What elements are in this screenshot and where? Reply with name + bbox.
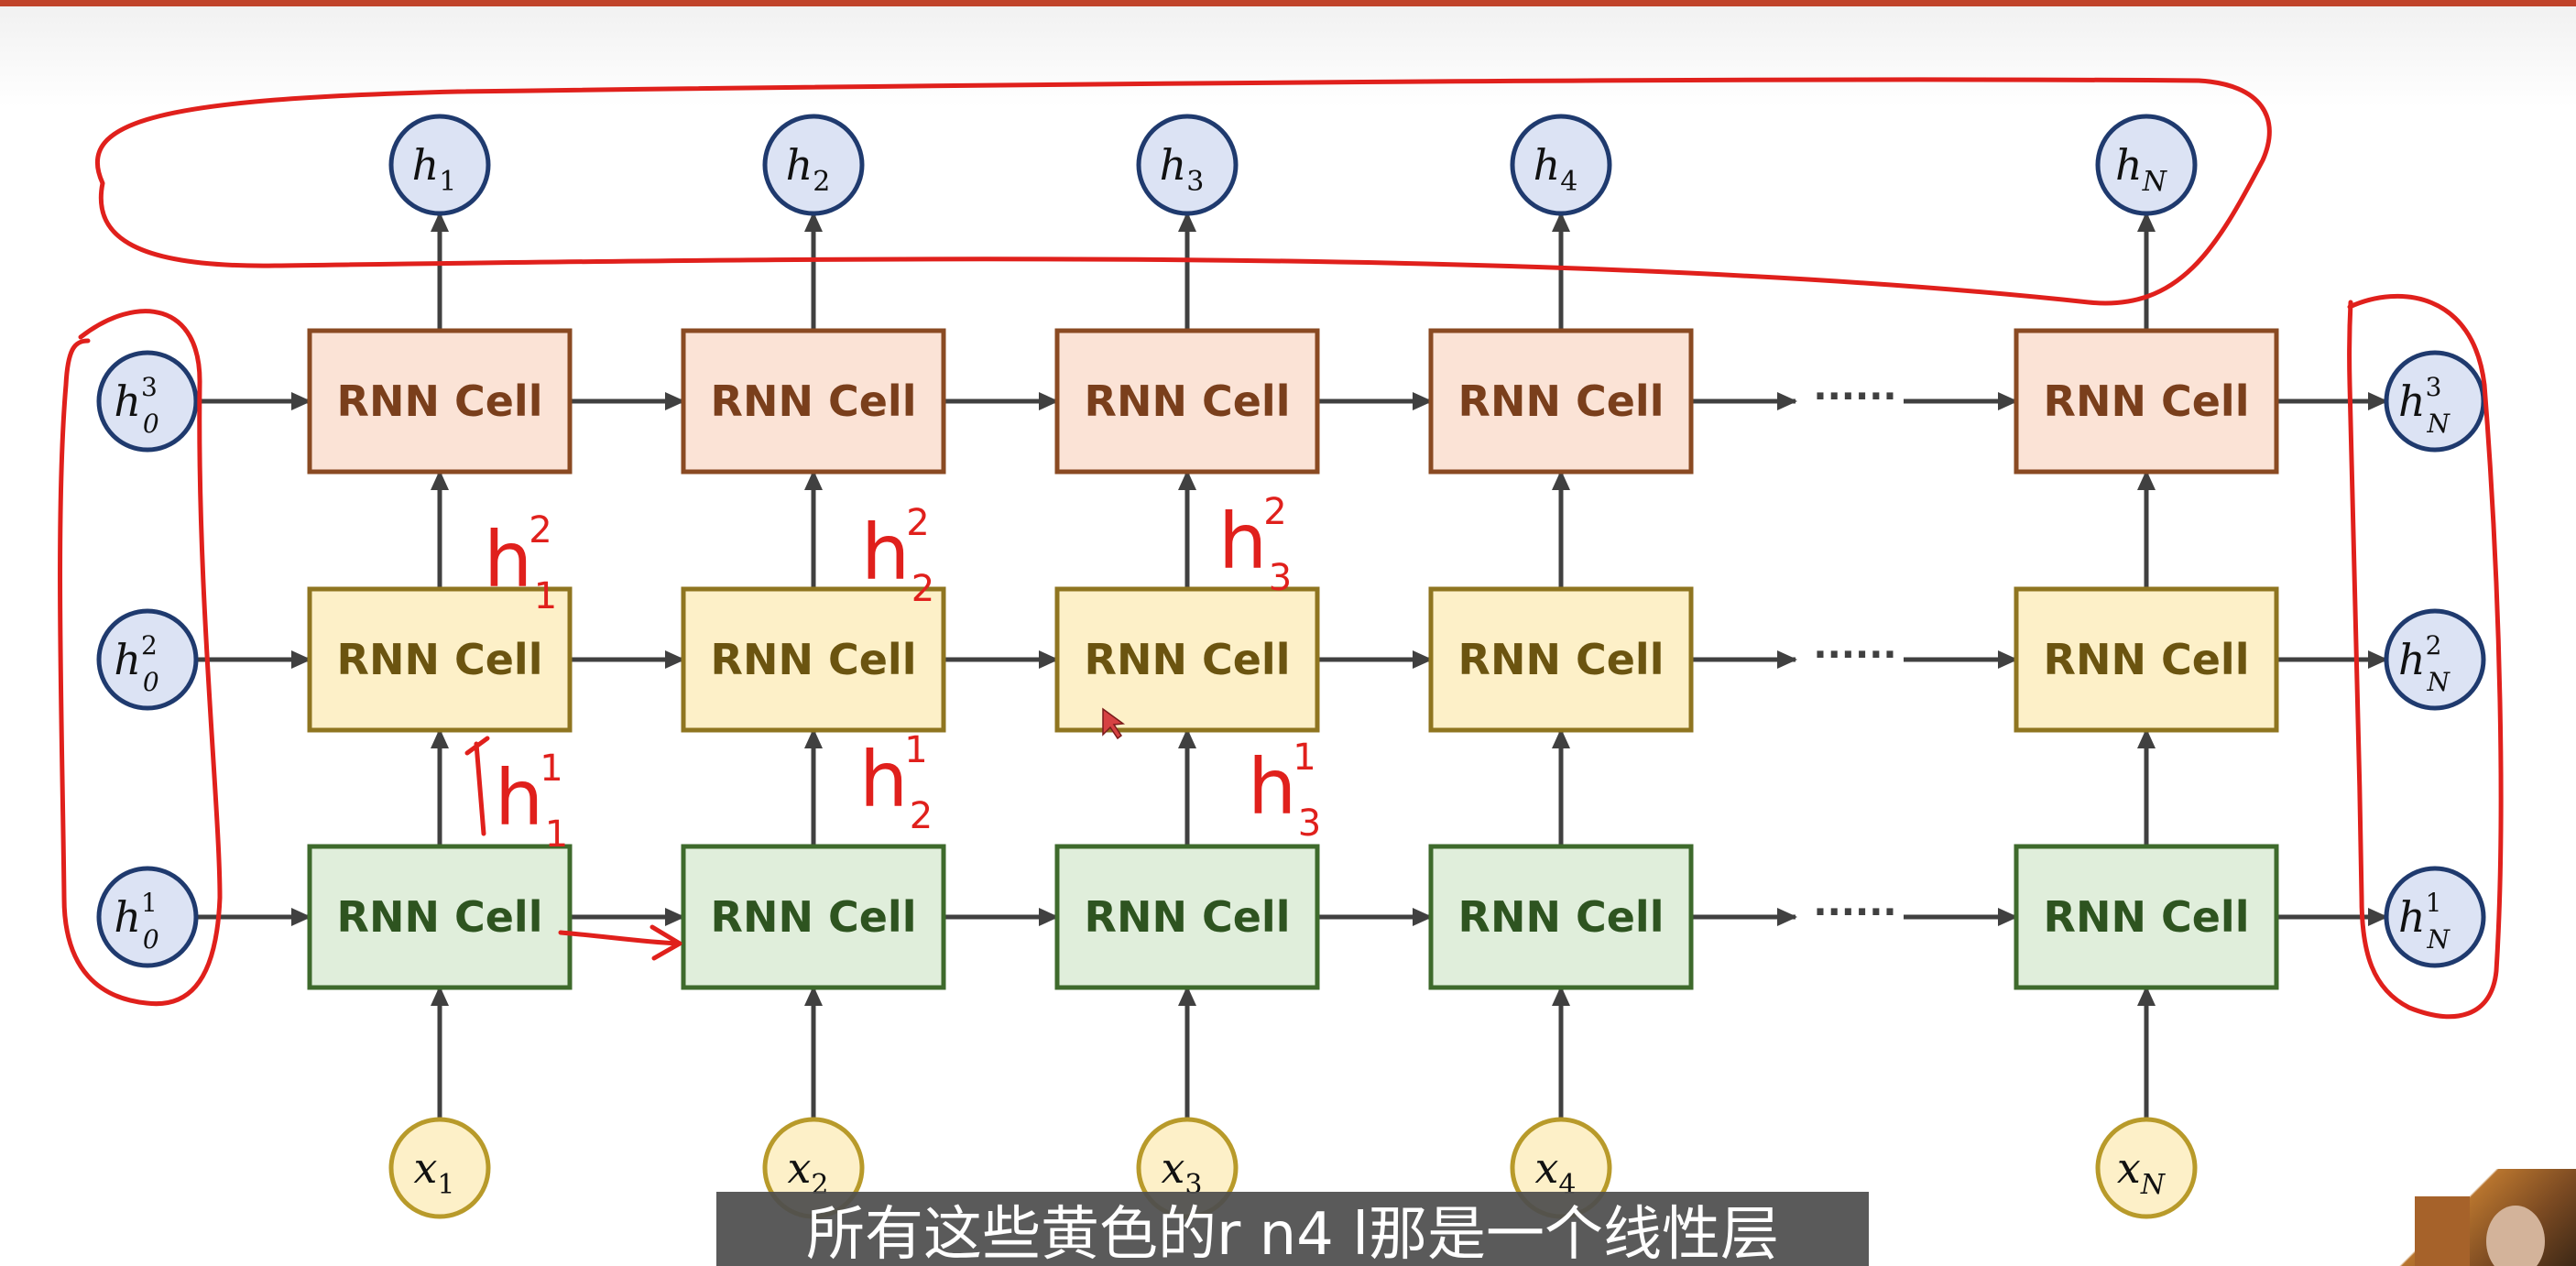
svg-text:h30: h30 [114,372,158,439]
webcam-background-shelf [2415,1196,2470,1266]
output-node-h1: h1 [388,114,491,216]
ellipsis-layer1: ······ [1813,891,1896,933]
svg-text:h2N: h2N [2398,630,2450,697]
rnn-cell-label: RNN Cell [2044,377,2250,426]
rnn-cell-layer2-col5: RNN Cell [2014,586,2279,733]
rnn-cell-layer2-col4: RNN Cell [1428,586,1694,733]
rnn-cell-layer3-col3: RNN Cell [1054,328,1320,475]
svg-text:h4: h4 [1534,140,1578,198]
rnn-cell-layer1-col5: RNN Cell [2014,844,2279,990]
rnn-cell-layer1-col4: RNN Cell [1428,844,1694,990]
rnn-cell-label: RNN Cell [2044,892,2250,942]
svg-text:h3N: h3N [2398,372,2450,439]
rnn-cell-label: RNN Cell [2044,635,2250,684]
svg-text:x1: x1 [413,1143,454,1201]
top-accent-bar [0,0,2576,6]
webcam-presenter-face [2486,1206,2545,1266]
svg-text:h10: h10 [114,888,158,955]
rnn-cell-label: RNN Cell [1458,892,1665,942]
recurrent-connection-arrow-annotation [558,924,682,961]
rnn-cell-layer2-col3: RNN Cell [1054,586,1320,733]
output-node-h4: h4 [1510,114,1612,216]
rnn-cell-layer3-col4: RNN Cell [1428,328,1694,475]
rnn-cell-layer1-col2: RNN Cell [681,844,946,990]
rnn-cell-layer3-col1: RNN Cell [307,328,573,475]
rnn-cell-label: RNN Cell [1458,635,1665,684]
rnn-cell-label: RNN Cell [1085,892,1291,942]
video-subtitle: 所有这些黄色的r n4 l那是一个线性层 [716,1192,1869,1266]
rnn-cell-layer1-col3: RNN Cell [1054,844,1320,990]
output-node-h2: h2 [762,114,865,216]
rnn-cell-label: RNN Cell [337,377,543,426]
rnn-cell-label: RNN Cell [1085,377,1291,426]
svg-text:h2: h2 [786,140,831,198]
webcam-thumbnail [2378,1169,2576,1266]
output-node-h3: h3 [1136,114,1239,216]
input-node-x1: x1 [388,1117,491,1219]
rnn-cell-label: RNN Cell [1458,377,1665,426]
final-states-circle-annotation [2347,293,2504,1020]
svg-text:h1: h1 [412,140,457,198]
mouse-cursor-icon [1102,707,1126,740]
rnn-cell-label: RNN Cell [337,635,543,684]
rnn-cell-label: RNN Cell [711,892,917,942]
rnn-cell-label: RNN Cell [711,377,917,426]
handwritten-tick-annotation [464,736,490,836]
output-row-circle-annotation [94,77,2272,306]
svg-text:h1N: h1N [2398,888,2450,955]
rnn-cell-label: RNN Cell [337,892,543,942]
ellipsis-layer2: ······ [1813,634,1896,676]
output-node-hN: hN [2095,114,2198,216]
svg-text:h20: h20 [114,630,158,697]
initial-states-circle-annotation [58,309,223,1007]
ellipsis-layer3: ······ [1813,376,1896,418]
svg-text:x4: x4 [1534,1143,1576,1201]
rnn-cell-layer2-col2: RNN Cell [681,586,946,733]
input-node-xN: xN [2095,1117,2198,1219]
arrows-layer: ······ ······ ······ [196,212,2388,1119]
rnn-cell-layer3-col5: RNN Cell [2014,328,2279,475]
svg-text:h3: h3 [1160,140,1205,198]
svg-text:xN: xN [2117,1143,2167,1201]
rnn-cell-label: RNN Cell [711,635,917,684]
rnn-cell-label: RNN Cell [1085,635,1291,684]
svg-text:hN: hN [2115,140,2168,198]
rnn-cell-layer1-col1: RNN Cell [307,844,573,990]
rnn-cell-layer2-col1: RNN Cell [307,586,573,733]
rnn-cell-layer3-col2: RNN Cell [681,328,946,475]
